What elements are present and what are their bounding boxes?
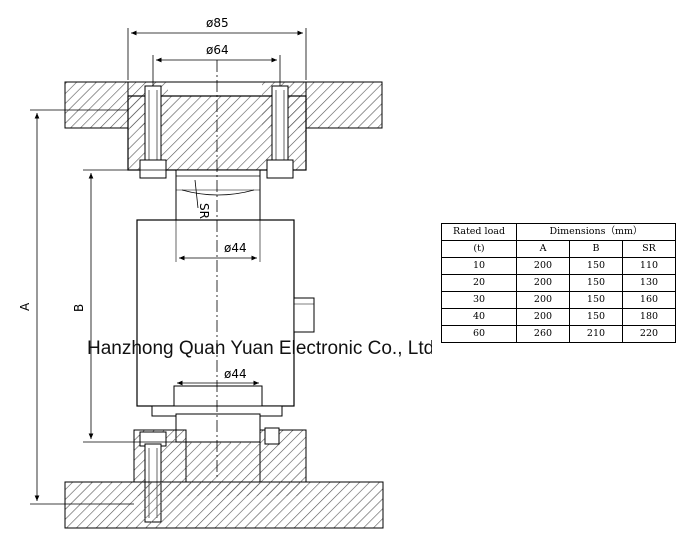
dimension-b [83, 169, 176, 443]
dimension-d64 [152, 55, 281, 86]
dim-label-d44-top: ø44 [224, 241, 247, 255]
cell-sr: 110 [622, 257, 676, 275]
company-watermark: Hanzhong Quan Yuan Electronic Co., Ltd [87, 338, 432, 359]
sr-leader [194, 179, 199, 209]
cell-sr: 130 [622, 274, 676, 292]
cell-load: 10 [441, 257, 517, 275]
table-row: 60 260 210 220 [441, 325, 676, 343]
header-col-b: B [569, 240, 623, 258]
cell-load: 20 [441, 274, 517, 292]
header-unit: (t) [441, 240, 517, 258]
dim-label-d44-bottom: ø44 [224, 367, 247, 381]
cell-sr: 220 [622, 325, 676, 343]
header-dimensions: Dimensions（mm） [516, 223, 676, 241]
cell-a: 200 [516, 291, 570, 309]
cell-a: 260 [516, 325, 570, 343]
cell-sr: 160 [622, 291, 676, 309]
cell-a: 200 [516, 308, 570, 326]
table-row: 10 200 150 110 [441, 257, 676, 275]
dimension-d85 [127, 28, 307, 80]
cell-a: 200 [516, 257, 570, 275]
table-row: 30 200 150 160 [441, 291, 676, 309]
dimension-a [30, 109, 134, 505]
dim-label-sr: SR [197, 203, 211, 219]
header-col-a: A [516, 240, 570, 258]
dim-label-d85: ø85 [206, 16, 229, 30]
top-mounting-structure [64, 81, 383, 171]
cell-a: 200 [516, 274, 570, 292]
cell-b: 150 [569, 274, 623, 292]
bottom-right-bolt [264, 427, 280, 445]
table-header-row: Rated load Dimensions（mm） [441, 223, 676, 241]
top-loading-head [175, 169, 261, 221]
table-subheader-row: (t) A B SR [441, 240, 676, 258]
header-col-sr: SR [622, 240, 676, 258]
cell-load: 30 [441, 291, 517, 309]
dimensions-table: Rated load Dimensions（mm） (t) A B SR 10 … [441, 223, 676, 343]
header-rated-load: Rated load [441, 223, 517, 241]
floor-structure [64, 481, 384, 529]
dim-label-a: A [18, 302, 32, 311]
table-row: 20 200 150 130 [441, 274, 676, 292]
cell-load: 60 [441, 325, 517, 343]
dim-label-d64: ø64 [206, 43, 229, 57]
top-left-bolt [139, 85, 167, 179]
cell-b: 150 [569, 257, 623, 275]
dim-label-b: B [72, 304, 86, 312]
cell-b: 150 [569, 291, 623, 309]
cell-b: 210 [569, 325, 623, 343]
load-cell-body [136, 219, 315, 407]
table-row: 40 200 150 180 [441, 308, 676, 326]
cell-b: 150 [569, 308, 623, 326]
cell-sr: 180 [622, 308, 676, 326]
cell-load: 40 [441, 308, 517, 326]
